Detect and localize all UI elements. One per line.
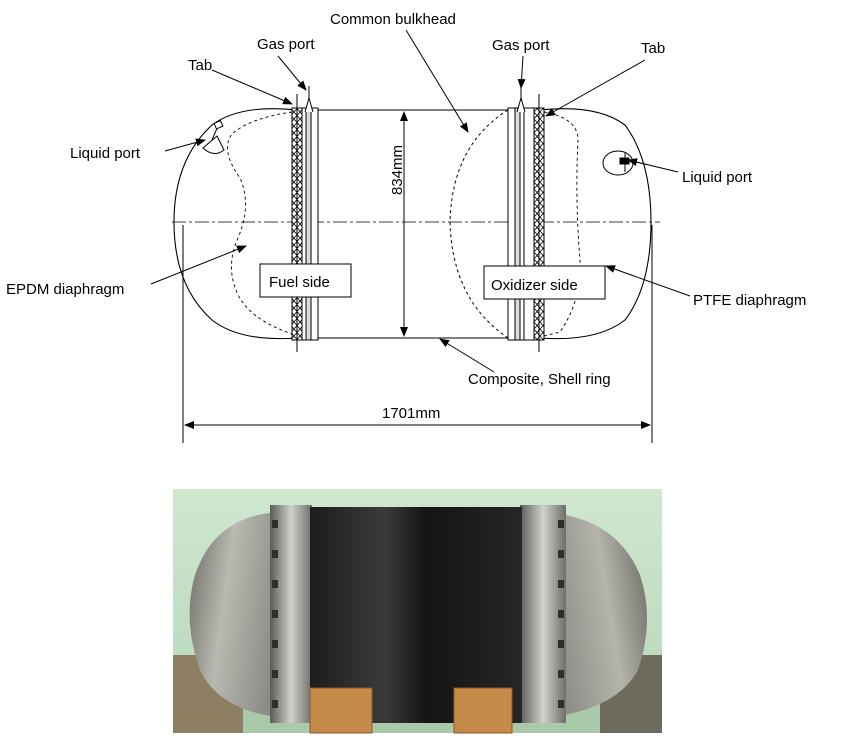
epdm-diaphragm-curve [227,111,293,335]
fuel-side-label: Fuel side [269,274,330,291]
gas-port-left-label: Gas port [257,36,315,53]
length-dimension-label: 1701mm [382,405,440,422]
composite-shell-ring-label: Composite, Shell ring [468,371,611,388]
liquid-port-left-label: Liquid port [70,145,141,162]
tank-outline [173,108,652,340]
left-flange [291,86,319,352]
gas-port-right-label: Gas port [492,37,550,54]
ptfe-diaphragm-curve [543,111,581,337]
fuel-side-box [259,263,352,298]
leader-arrows [150,29,691,373]
tab-right-label: Tab [641,40,665,57]
photo-wood-block-left [309,687,373,734]
common-bulkhead-label: Common bulkhead [330,11,456,28]
right-flange [507,86,545,352]
ptfe-diaphragm-label: PTFE diaphragm [693,292,806,309]
photo-left-dome [189,512,285,718]
liquid-port-right-label: Liquid port [682,169,753,186]
tank-photo [173,489,662,734]
oxidizer-side-box [483,265,606,300]
height-dimension-label: 834mm [389,145,406,195]
liquid-port-left-shape [202,119,225,154]
right-dome [539,108,652,340]
photo-composite-cylinder [310,507,522,723]
liquid-port-right-shape [602,150,634,176]
tab-left-label: Tab [188,57,212,74]
common-bulkhead-curve [449,109,509,339]
photo-right-dome [540,512,648,718]
oxidizer-side-label: Oxidizer side [491,277,578,294]
epdm-diaphragm-label: EPDM diaphragm [6,281,124,298]
photo-wood-block-right [453,687,513,734]
